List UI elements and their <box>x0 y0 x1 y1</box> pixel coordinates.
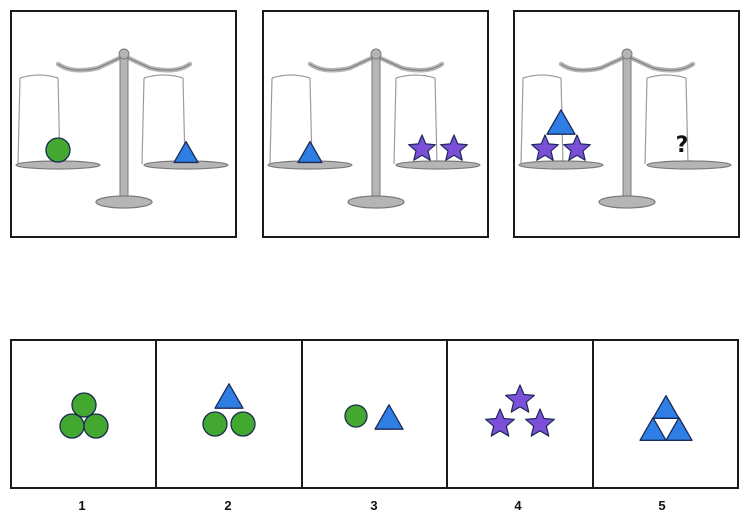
three-green-circles-icon <box>59 392 109 439</box>
answer-number-1: 1 <box>78 498 86 513</box>
pan-hanger <box>271 74 311 79</box>
scale-panel-2 <box>262 10 489 238</box>
answer-number-5: 5 <box>658 498 666 513</box>
green-circle-icon <box>230 411 257 437</box>
scale-pole <box>371 51 381 203</box>
three-purple-stars-icon <box>485 384 556 437</box>
scale-pivot <box>621 48 633 60</box>
pan-hanger <box>395 74 436 79</box>
blue-triangle-icon <box>638 417 667 441</box>
right-pan-content <box>173 140 199 164</box>
balance-scale-3: ? <box>518 48 732 209</box>
blue-triangle-icon <box>173 140 199 164</box>
scale-pivot <box>118 48 130 60</box>
balance-scale-2 <box>267 48 481 209</box>
scale-frame <box>15 48 229 209</box>
purple-star-icon <box>525 408 556 437</box>
purple-star-icon <box>485 408 516 437</box>
blue-triangle-icon <box>651 395 680 419</box>
left-pan-content <box>531 109 591 161</box>
pan-hanger <box>19 74 59 79</box>
scale-pivot <box>370 48 382 60</box>
blue-triangle-icon <box>297 140 323 164</box>
purple-star-icon <box>408 134 436 161</box>
scale-base <box>95 195 153 209</box>
scale-base <box>347 195 405 209</box>
answer-option-2[interactable] <box>157 341 303 487</box>
answer-number-4: 4 <box>514 498 522 513</box>
pan-string <box>644 77 689 165</box>
purple-star-icon <box>440 134 468 161</box>
green-circle-icon <box>45 137 71 163</box>
answer-number-2: 2 <box>224 498 232 513</box>
right-pan <box>646 160 732 170</box>
balance-scale-1 <box>15 48 229 209</box>
left-pan <box>518 160 604 170</box>
green-circle-icon <box>202 411 229 437</box>
circle-and-triangle-icon <box>344 404 404 430</box>
answer-option-1[interactable] <box>12 341 158 487</box>
blue-triangle-icon <box>374 404 404 430</box>
left-pan-content <box>45 137 71 163</box>
green-circle-icon <box>71 392 97 418</box>
pan-hanger <box>522 74 562 79</box>
left-pan-content <box>297 140 323 164</box>
green-circle-icon <box>59 413 85 439</box>
triangle-over-circles-icon <box>202 383 257 437</box>
answer-option-5[interactable] <box>594 341 737 487</box>
answer-options <box>10 339 739 489</box>
purple-star-icon <box>505 384 536 413</box>
scale-frame <box>518 48 732 209</box>
purple-star-icon <box>563 134 591 161</box>
pan-string <box>393 77 438 165</box>
blue-triangle-icon <box>546 109 576 135</box>
right-pan-content <box>408 134 468 161</box>
pan-hanger <box>143 74 184 79</box>
right-pan-content: ? <box>676 133 689 158</box>
scale-pole <box>622 51 632 203</box>
purple-star-icon <box>531 134 559 161</box>
right-pan <box>395 160 481 170</box>
blue-triangle-icon <box>664 417 693 441</box>
scale-frame <box>267 48 481 209</box>
pan-hanger <box>646 74 687 79</box>
scale-panel-1 <box>10 10 237 238</box>
green-circle-icon <box>344 404 368 428</box>
answer-option-4[interactable] <box>448 341 594 487</box>
three-blue-triangles-icon <box>638 395 693 441</box>
answer-option-3[interactable] <box>303 341 449 487</box>
scale-pole <box>119 51 129 203</box>
answer-number-3: 3 <box>370 498 378 513</box>
pan-string <box>141 77 186 165</box>
blue-triangle-icon <box>214 383 245 409</box>
question-mark: ? <box>676 133 689 158</box>
green-circle-icon <box>83 413 109 439</box>
scale-panel-3: ? <box>513 10 740 238</box>
scale-base <box>598 195 656 209</box>
